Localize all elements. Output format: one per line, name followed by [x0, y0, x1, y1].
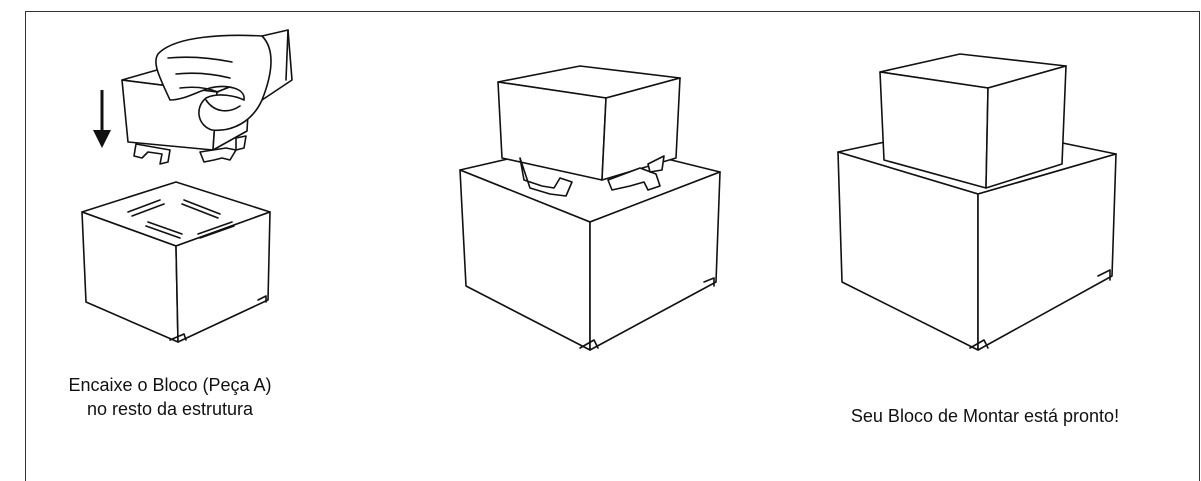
hand-icon	[155, 29, 293, 132]
down-arrow-icon	[93, 90, 111, 148]
assembly-illustration	[81, 29, 1117, 351]
block-piece-a	[121, 69, 251, 165]
step1-caption-line2: no resto da estrutura	[86, 399, 254, 419]
block-piece-a-inserted	[497, 65, 681, 197]
base-box-1	[81, 181, 271, 343]
step1-caption: Encaixe o Bloco (Peça A) no resto da est…	[20, 373, 320, 421]
step3-caption: Seu Bloco de Montar está pronto!	[850, 406, 1120, 426]
step1-group	[81, 29, 293, 343]
block-piece-a-finished	[879, 53, 1067, 189]
step3-group	[837, 53, 1117, 351]
step2-group	[459, 65, 721, 351]
diagram-frame	[25, 11, 1200, 481]
step1-caption-line1: Encaixe o Bloco (Peça A)	[68, 375, 272, 395]
